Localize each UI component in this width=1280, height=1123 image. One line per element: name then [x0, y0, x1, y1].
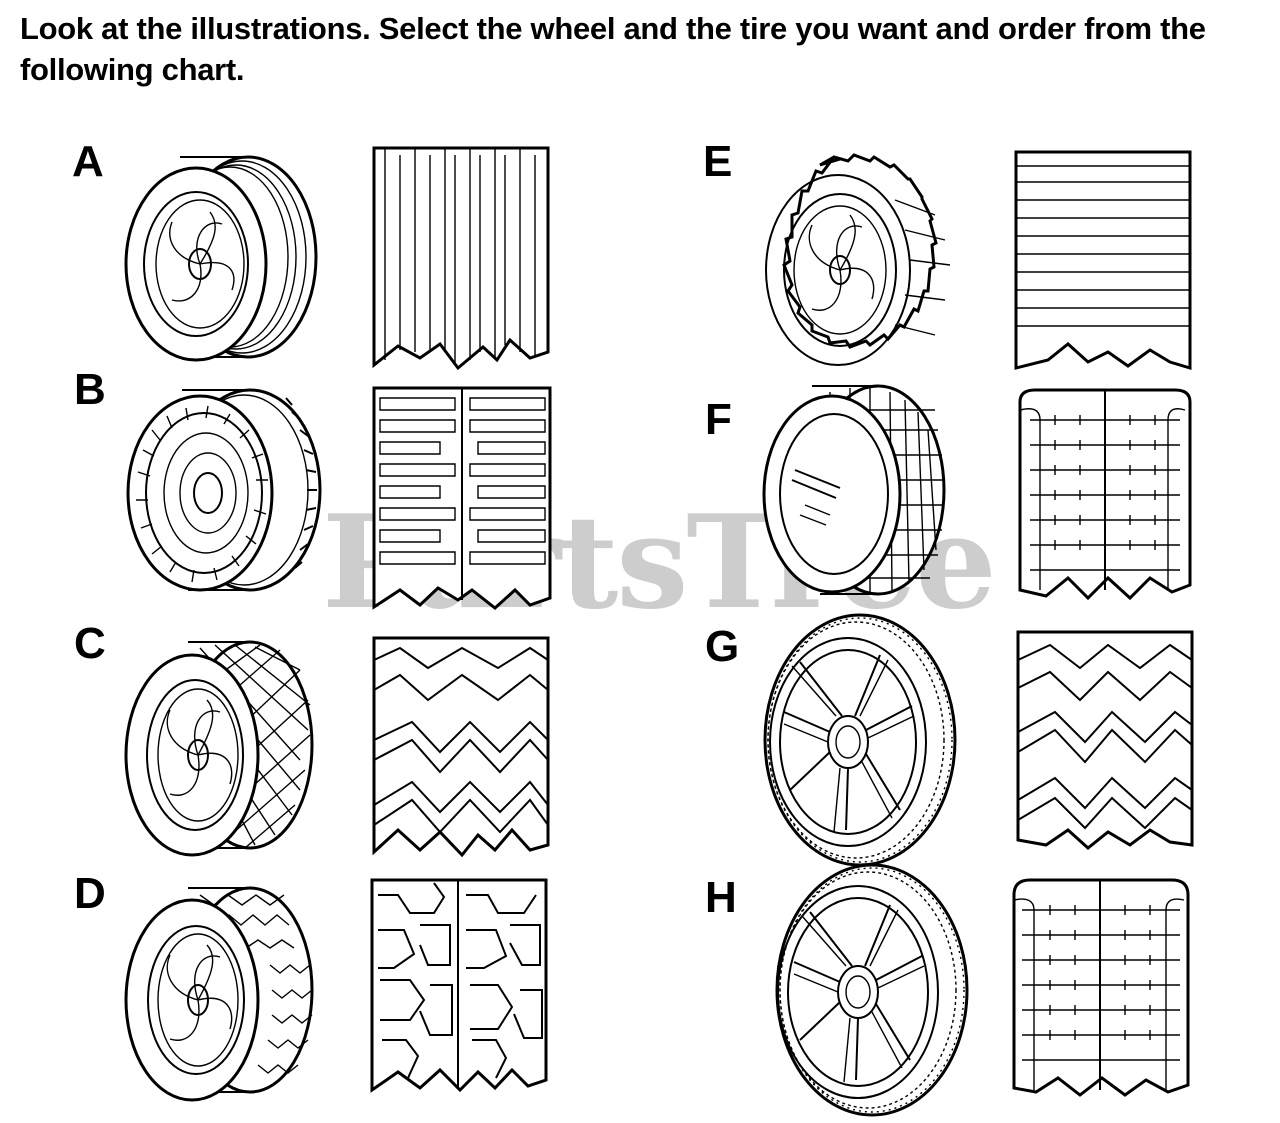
- wheel-h-illustration: [775, 863, 969, 1117]
- option-letter-b: B: [74, 365, 106, 414]
- tread-d-interlocking-blocks: [370, 878, 548, 1093]
- option-letter-f: F: [705, 395, 732, 444]
- wheel-b-illustration: [126, 388, 322, 592]
- wheel-g-illustration: [763, 613, 957, 867]
- tread-h-split-curved-bars: [1012, 878, 1190, 1097]
- tread-c-chevron: [372, 636, 550, 858]
- tread-a-vertical-ribs: [372, 146, 550, 371]
- tread-g-chevron: [1016, 630, 1194, 850]
- wheel-f-illustration: [762, 384, 946, 596]
- option-letter-c: C: [74, 619, 106, 668]
- option-letter-e: E: [703, 137, 733, 186]
- wheel-d-illustration: [124, 886, 314, 1102]
- tread-e-horizontal-ribs: [1014, 150, 1192, 371]
- wheel-e-illustration: [765, 153, 951, 366]
- option-letter-g: G: [705, 622, 740, 671]
- instruction-text: Look at the illustrations. Select the wh…: [20, 11, 1206, 87]
- option-letter-a: A: [72, 137, 104, 186]
- wheel-a-illustration: [124, 155, 318, 362]
- option-letter-d: D: [74, 869, 106, 918]
- option-letter-h: H: [705, 873, 737, 922]
- wheel-c-illustration: [124, 640, 314, 857]
- tread-f-split-curved-bars: [1018, 388, 1192, 601]
- tread-b-split-horizontal-bars: [372, 386, 552, 610]
